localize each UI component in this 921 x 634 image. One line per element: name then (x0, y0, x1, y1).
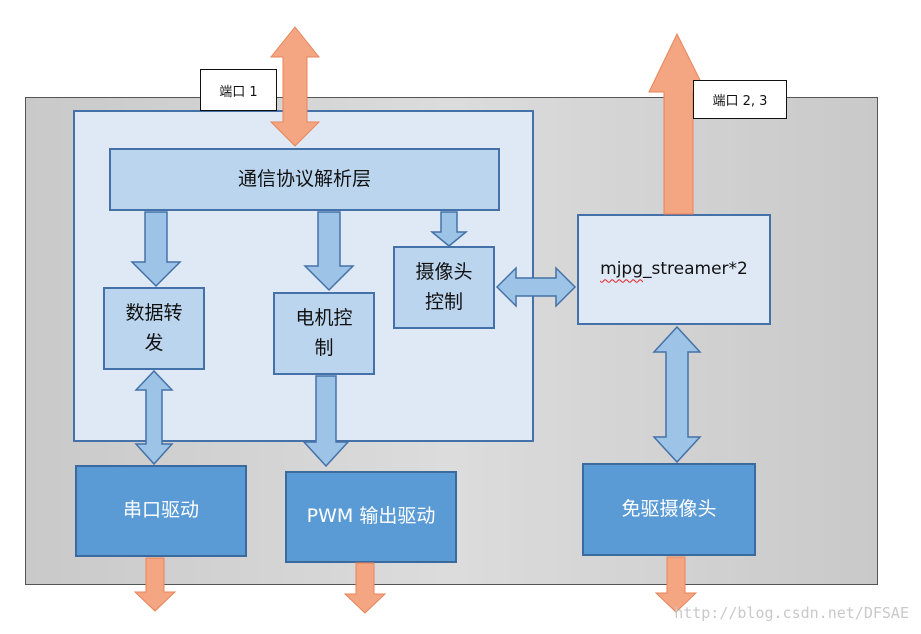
port1-label-text: 端口 1 (219, 84, 258, 100)
camera-control-box: 摄像头 控制 (393, 246, 495, 329)
motor-control-label-line1: 电机控 (295, 307, 353, 330)
pwm-driver-label: PWM 输出驱动 (306, 505, 436, 528)
data-forward-label-line1: 数据转 (125, 302, 183, 325)
serial-driver-label: 串口驱动 (122, 499, 199, 522)
port1-label: 端口 1 (200, 69, 277, 111)
serial-driver-box: 串口驱动 (75, 465, 247, 557)
serial-out-arrow (133, 557, 177, 612)
usb-camera-box: 免驱摄像头 (582, 463, 756, 556)
protocol-to-data-arrow (130, 211, 182, 288)
port23-up-arrow (648, 32, 707, 215)
mjpg-streamer-label: mjpg_streamer*2 (600, 256, 748, 282)
camera-control-label-line2: 控制 (424, 290, 463, 313)
protocol-layer-label: 通信协议解析层 (237, 167, 371, 190)
port23-label: 端口 2, 3 (693, 80, 787, 119)
mjpg-streamer-label-prefix: mjpg (600, 259, 644, 280)
camera-control-label-line1: 摄像头 (415, 261, 473, 284)
mjpg-streamer-label-suffix: _streamer*2 (643, 259, 748, 280)
protocol-layer-box: 通信协议解析层 (109, 148, 500, 211)
motor-control-box: 电机控 制 (273, 292, 375, 375)
pwm-out-arrow (343, 562, 387, 614)
data-forward-box: 数据转 发 (103, 287, 205, 370)
usb-camera-label: 免驱摄像头 (621, 497, 717, 520)
data-forward-label-line2: 发 (144, 331, 164, 354)
motor-to-pwm-arrow (302, 375, 350, 468)
motor-control-label-line2: 制 (314, 336, 334, 359)
mjpg-usbcam-double-arrow (652, 325, 702, 464)
port1-double-arrow (269, 26, 321, 147)
camera-mjpg-double-arrow (495, 266, 577, 308)
protocol-to-motor-arrow (303, 211, 355, 292)
mjpg-streamer-box: mjpg_streamer*2 (577, 214, 771, 325)
port23-label-text: 端口 2, 3 (712, 94, 768, 109)
watermark: http://blog.csdn.net/DFSAE (674, 604, 909, 622)
data-serial-double-arrow (134, 369, 174, 466)
camera-out-arrow (654, 556, 698, 613)
pwm-driver-box: PWM 输出驱动 (285, 471, 457, 563)
protocol-to-camera-arrow (429, 211, 469, 247)
